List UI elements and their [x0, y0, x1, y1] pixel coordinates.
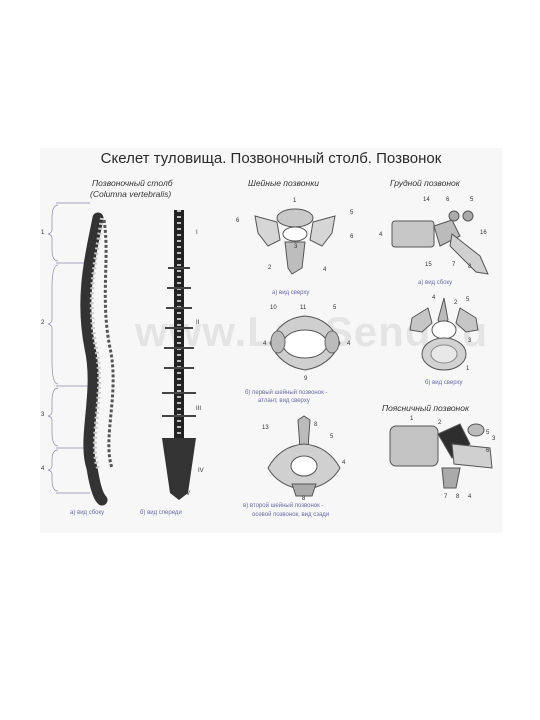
caption-thoracic-side: а) вид сбоку [418, 280, 453, 286]
label: 7 [444, 494, 448, 500]
label: 3 [492, 436, 496, 442]
thoracic-heading: Грудной позвонок [390, 178, 460, 188]
label: 9 [304, 376, 308, 382]
roman-label: III [196, 406, 202, 412]
label: 6 [486, 448, 490, 454]
spine-front-view [162, 210, 196, 500]
label: 11 [300, 305, 307, 311]
label: 8 [302, 496, 306, 502]
label: 4 [347, 341, 351, 347]
caption-cervical-top: а) вид сверху [272, 290, 310, 296]
label: 6 [446, 197, 450, 203]
region-number: 3 [41, 412, 45, 418]
label: 2 [438, 420, 442, 426]
thoracic-vertebra-top [409, 297, 479, 371]
caption-axis-2: осевой позвонок, вид сзади [252, 512, 330, 518]
label: 2 [454, 300, 458, 306]
label: 1 [466, 366, 470, 372]
column-latin: (Columna vertebralis) [90, 189, 172, 199]
label: 6 [350, 234, 354, 240]
spine-side-view [80, 212, 115, 506]
label: 15 [425, 262, 432, 268]
label: 3 [468, 338, 472, 344]
roman-label: II [196, 320, 200, 326]
label: 1 [410, 416, 414, 422]
label: 6 [236, 218, 240, 224]
label: 13 [262, 425, 269, 431]
caption-atlas-1: б) первый шейный позвонок - [245, 390, 328, 396]
label: 7 [452, 262, 456, 268]
cervical-heading: Шейные позвонки [248, 178, 319, 188]
caption-thoracic-top: б) вид сверху [425, 380, 463, 386]
label: 4 [432, 295, 436, 301]
thoracic-vertebra-side [391, 210, 489, 275]
region-number: 2 [41, 320, 45, 326]
roman-label: V [186, 491, 191, 497]
label: 16 [480, 230, 487, 236]
label: 10 [270, 305, 277, 311]
label: 4 [323, 267, 327, 273]
label: 5 [466, 297, 470, 303]
label: 4 [263, 341, 267, 347]
poster-title: Скелет туловища. Позвоночный столб. Позв… [100, 150, 442, 167]
caption-side-view: а) вид сбоку [70, 510, 105, 516]
roman-label: I [196, 230, 198, 236]
label: 4 [379, 232, 383, 238]
caption-front-view: б) вид спереди [140, 510, 182, 516]
axis-vertebra [267, 415, 341, 497]
label: 5 [330, 434, 334, 440]
label: 8 [314, 422, 318, 428]
label: 5 [333, 305, 337, 311]
roman-label: IV [198, 468, 204, 474]
region-number: 1 [41, 230, 45, 236]
label: 8 [468, 264, 472, 270]
atlas-vertebra [269, 315, 341, 371]
lumbar-vertebra [389, 423, 493, 489]
caption-atlas-2: атлант, вид сверху [258, 398, 310, 404]
label: 4 [468, 494, 472, 500]
region-number: 4 [41, 466, 45, 472]
label: 8 [456, 494, 460, 500]
label: 5 [486, 430, 490, 436]
label: 3 [294, 244, 298, 250]
column-heading: Позвоночный столб [92, 178, 173, 188]
label: 1 [293, 198, 297, 204]
caption-axis-1: в) второй шейный позвонок - [243, 503, 324, 509]
label: 14 [423, 197, 430, 203]
label: 4 [342, 460, 346, 466]
cervical-vertebra-top [254, 208, 336, 275]
label: 2 [268, 265, 272, 271]
label: 5 [470, 197, 474, 203]
label: 5 [350, 210, 354, 216]
lumbar-heading: Поясничный позвонок [382, 403, 469, 413]
anatomy-poster: Скелет туловища. Позвоночный столб. Позв… [40, 148, 502, 533]
